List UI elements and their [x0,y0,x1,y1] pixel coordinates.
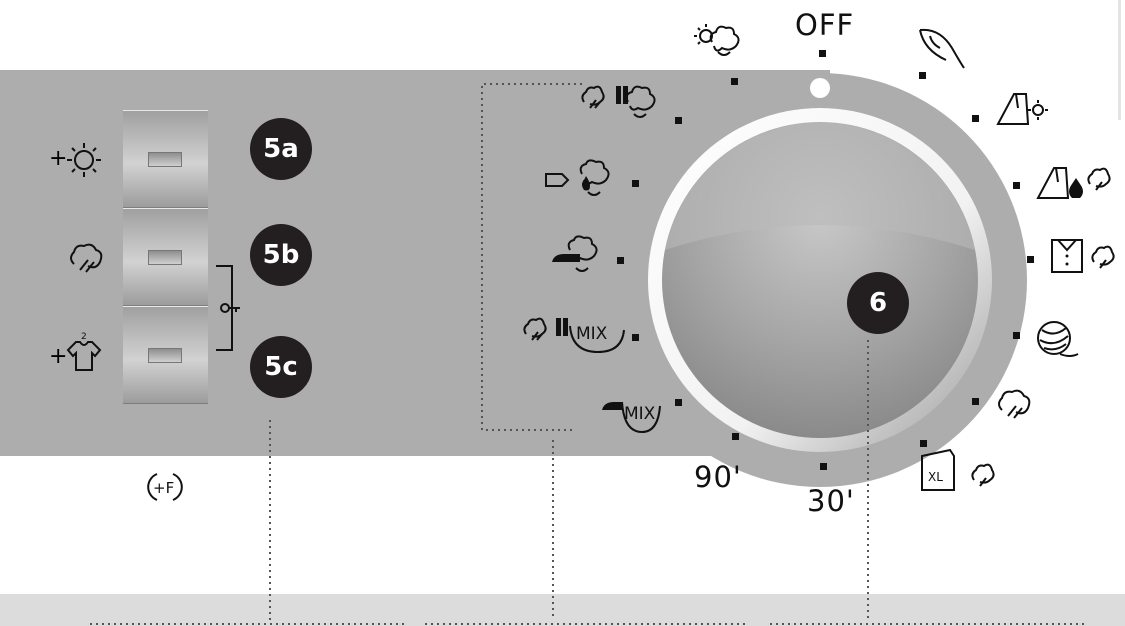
dial-highlight [665,122,975,250]
led-indicator [148,250,182,265]
option-button-sun[interactable] [123,110,208,208]
mix-swoosh [569,325,625,354]
shirt-steam-icon [1051,239,1115,273]
badge-5a: 5a [250,118,312,180]
svg-text:2: 2 [81,332,87,342]
plus-sign: + [49,146,68,171]
steam-small-icon [523,317,547,341]
dial-dot [632,180,639,187]
dial-dot-30 [820,463,827,470]
iron-small-icon [602,401,661,434]
cabinet-icon [556,318,568,336]
led-indicator [148,152,182,167]
sun-icon [67,143,101,177]
steam-cabinet-cotton-icon [581,85,656,118]
iron-cotton-icon [552,235,598,272]
dial-dot [1013,182,1020,189]
plus-f-icon: +F [147,473,183,501]
dial-dot [632,334,639,341]
feather-icon [919,28,965,69]
dial-dot [675,117,682,124]
wool-icon [1037,321,1079,357]
badge-5c: 5c [250,336,312,398]
dial-dot-90 [732,433,739,440]
dial-dot [972,398,979,405]
dial-dot [731,78,738,85]
label-off: OFF [795,8,855,42]
dial-dot-off [819,50,826,57]
xl-steam-label: XL [928,470,943,484]
key-lock-icon [216,265,240,351]
steam-program-icon [998,389,1031,419]
dial-dot [675,399,682,406]
edge-line [1118,0,1121,120]
dial-dot [617,257,624,264]
led-indicator [148,348,182,363]
steam-cabinet-mix-label: MIX [576,324,608,344]
badge-6: 6 [847,272,909,334]
option-button-shirt[interactable] [123,306,208,404]
dial-dot [919,72,926,79]
label-30: 30' [807,484,855,518]
dial-dot [920,440,927,447]
plus-sign: + [49,344,68,369]
badge-5b: 5b [250,224,312,286]
dial-notch [810,78,830,98]
iron-mix-label: MIX [624,404,656,424]
tag-drop-cotton-icon [545,159,610,196]
shirt-icon: 2 [66,332,102,371]
dial-dot [972,115,979,122]
steam-small-icon [971,463,995,487]
steam-icon [70,243,103,273]
dial-dot [1013,332,1020,339]
xl-box-icon [921,448,955,491]
bottom-band [0,594,1125,626]
synthetic-sun-icon [996,93,1048,125]
label-90: 90' [694,460,742,494]
synthetic-drop-steam-icon [1036,167,1111,199]
option-button-steam[interactable] [123,208,208,306]
svg-text:+F: +F [153,479,174,497]
dial-dot [1027,256,1034,263]
cotton-sun-icon [694,24,740,56]
